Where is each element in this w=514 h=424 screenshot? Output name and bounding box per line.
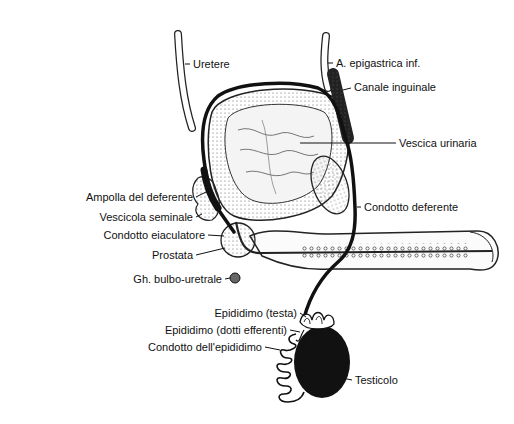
part-label: Condotto eiaculatore bbox=[103, 229, 205, 242]
ureter bbox=[178, 34, 192, 128]
part-label: Prostata bbox=[152, 249, 193, 262]
part-label: Ampolla del deferente bbox=[86, 191, 193, 204]
epigastric-artery bbox=[324, 36, 328, 88]
part-label: Vescicola seminale bbox=[99, 211, 193, 224]
part-label: Epididimo (testa) bbox=[214, 307, 297, 320]
part-label: Epididimo (dotti efferenti) bbox=[165, 324, 287, 337]
part-label: Condotto dell'epididimo bbox=[148, 341, 262, 354]
part-label: Gh. bulbo-uretrale bbox=[133, 273, 222, 286]
bulbourethral-gland bbox=[230, 273, 240, 283]
epididymis-duct bbox=[277, 334, 304, 402]
urethra bbox=[236, 222, 492, 253]
epididymis-head bbox=[300, 313, 334, 330]
vas-deferens bbox=[203, 83, 356, 318]
part-label: Testicolo bbox=[355, 374, 398, 387]
part-label: A. epigastrica inf. bbox=[336, 57, 420, 70]
part-label: Condotto deferente bbox=[364, 201, 458, 214]
pubic-bone bbox=[304, 151, 356, 219]
prostate bbox=[221, 223, 255, 257]
part-label: Vescica urinaria bbox=[399, 137, 477, 150]
testis bbox=[294, 326, 350, 398]
part-label: Uretere bbox=[193, 58, 230, 71]
part-label: Canale inguinale bbox=[354, 81, 436, 94]
